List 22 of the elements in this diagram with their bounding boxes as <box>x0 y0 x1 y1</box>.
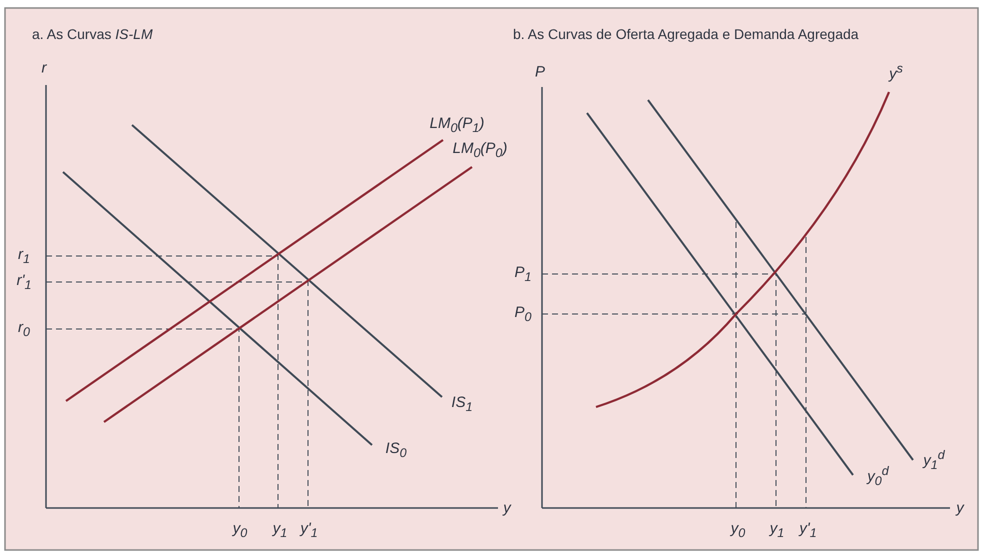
tick-label: y$_{0}$ <box>232 520 248 540</box>
axis-label: y <box>956 500 964 516</box>
tick-label: y'$_{1}$ <box>300 520 318 540</box>
tick-label: P$_{0}$ <box>514 304 532 324</box>
tick-label: y$_{1}$ <box>272 520 288 540</box>
axis-label: y <box>503 500 511 516</box>
curve-label: IS$_{0}$ <box>385 440 407 460</box>
curve-label: IS$_{1}$ <box>451 394 473 414</box>
tick-label: y$_{0}$ <box>730 520 746 540</box>
tick-label: r$_{1}$ <box>18 246 30 266</box>
tick-label: y'$_{1}$ <box>799 520 817 540</box>
tick-label: P$_{1}$ <box>514 264 532 284</box>
panel-title: a. As Curvas IS-LM <box>32 27 153 41</box>
curve-label: LM$_{0}$(P$_{1}$) <box>430 116 484 134</box>
panel-title: b. As Curvas de Oferta Agregada e Demanda Agregada <box>513 27 859 41</box>
tick-label: y$_{1}$ <box>770 520 784 540</box>
axis-label: r <box>42 60 46 76</box>
curve-label: LM$_{0}$(P$_{0}$) <box>452 140 508 160</box>
curve-label: y$^{s}$ <box>889 62 903 82</box>
axis-label: P <box>535 64 545 80</box>
tick-label: r'$_{1}$ <box>16 272 32 292</box>
tick-label: r$_{0}$ <box>18 320 30 338</box>
